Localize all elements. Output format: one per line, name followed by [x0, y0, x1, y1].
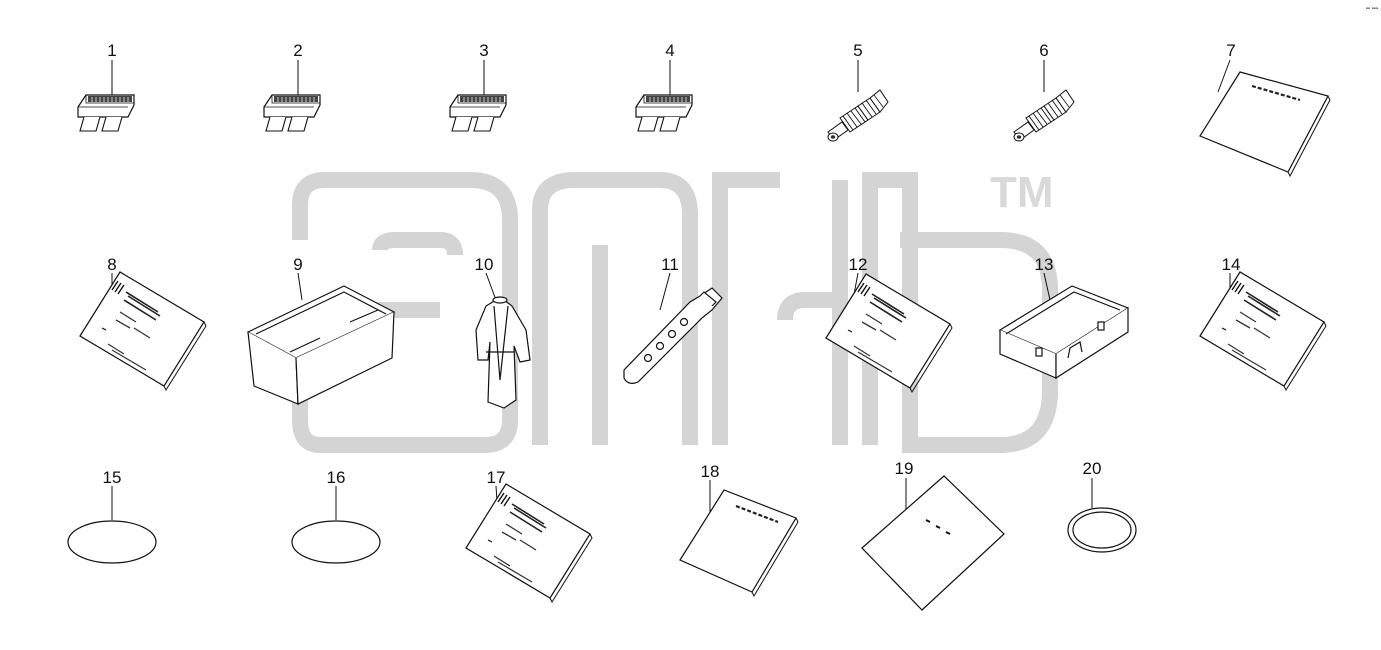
part-number-17: 17: [487, 468, 506, 487]
tool-case-icon: [998, 285, 1130, 380]
manual-booklet-icon: [1199, 271, 1327, 391]
part-number-7: 7: [1226, 41, 1235, 60]
part-number-11: 11: [661, 255, 679, 274]
part-number-3: 3: [479, 41, 488, 60]
blade-fuse-icon: [77, 94, 135, 132]
cable-gland-icon: [1013, 89, 1075, 142]
part-number-16: 16: [327, 468, 346, 487]
part-number-15: 15: [103, 468, 122, 487]
protective-gown-icon: [475, 296, 531, 409]
part-number-2: 2: [293, 41, 302, 60]
part-numbers: 1 2 3 4 5 6 7 8 9 10 11 12 13 14 15 16 1…: [103, 41, 1241, 487]
manual-booklet-icon: [679, 489, 799, 598]
cable-gland-icon: [827, 89, 889, 142]
part-number-14: 14: [1222, 255, 1241, 274]
part-number-18: 18: [701, 462, 720, 481]
blade-fuse-icon: [635, 94, 693, 132]
part-number-12: 12: [849, 255, 868, 274]
corner-mark: ▪▪ ▪▪▪: [1366, 6, 1378, 12]
part-number-19: 19: [895, 459, 914, 478]
part-number-13: 13: [1035, 255, 1054, 274]
part-number-4: 4: [665, 41, 674, 60]
manual-booklet-icon: [79, 271, 207, 391]
part-number-9: 9: [293, 255, 302, 274]
part-number-5: 5: [853, 41, 862, 60]
part-number-10: 10: [475, 255, 494, 274]
part-number-20: 20: [1083, 459, 1102, 478]
document-sheet-icon: [861, 475, 1005, 611]
part-number-8: 8: [107, 255, 116, 274]
storage-box-icon: [246, 285, 396, 405]
manual-booklet-icon: [465, 483, 593, 603]
watermark: [292, 172, 1058, 453]
scraper-tool-icon: [623, 287, 723, 384]
part-number-6: 6: [1039, 41, 1048, 60]
o-ring-icon: [1067, 507, 1137, 553]
manual-booklet-icon: [1199, 71, 1331, 178]
watermark-tm: TM: [990, 168, 1054, 217]
blade-fuse-icon: [263, 94, 321, 132]
part-number-1: 1: [107, 41, 116, 60]
blade-fuse-icon: [449, 94, 507, 132]
oval-label-icon: [291, 520, 381, 564]
oval-label-icon: [67, 520, 157, 564]
